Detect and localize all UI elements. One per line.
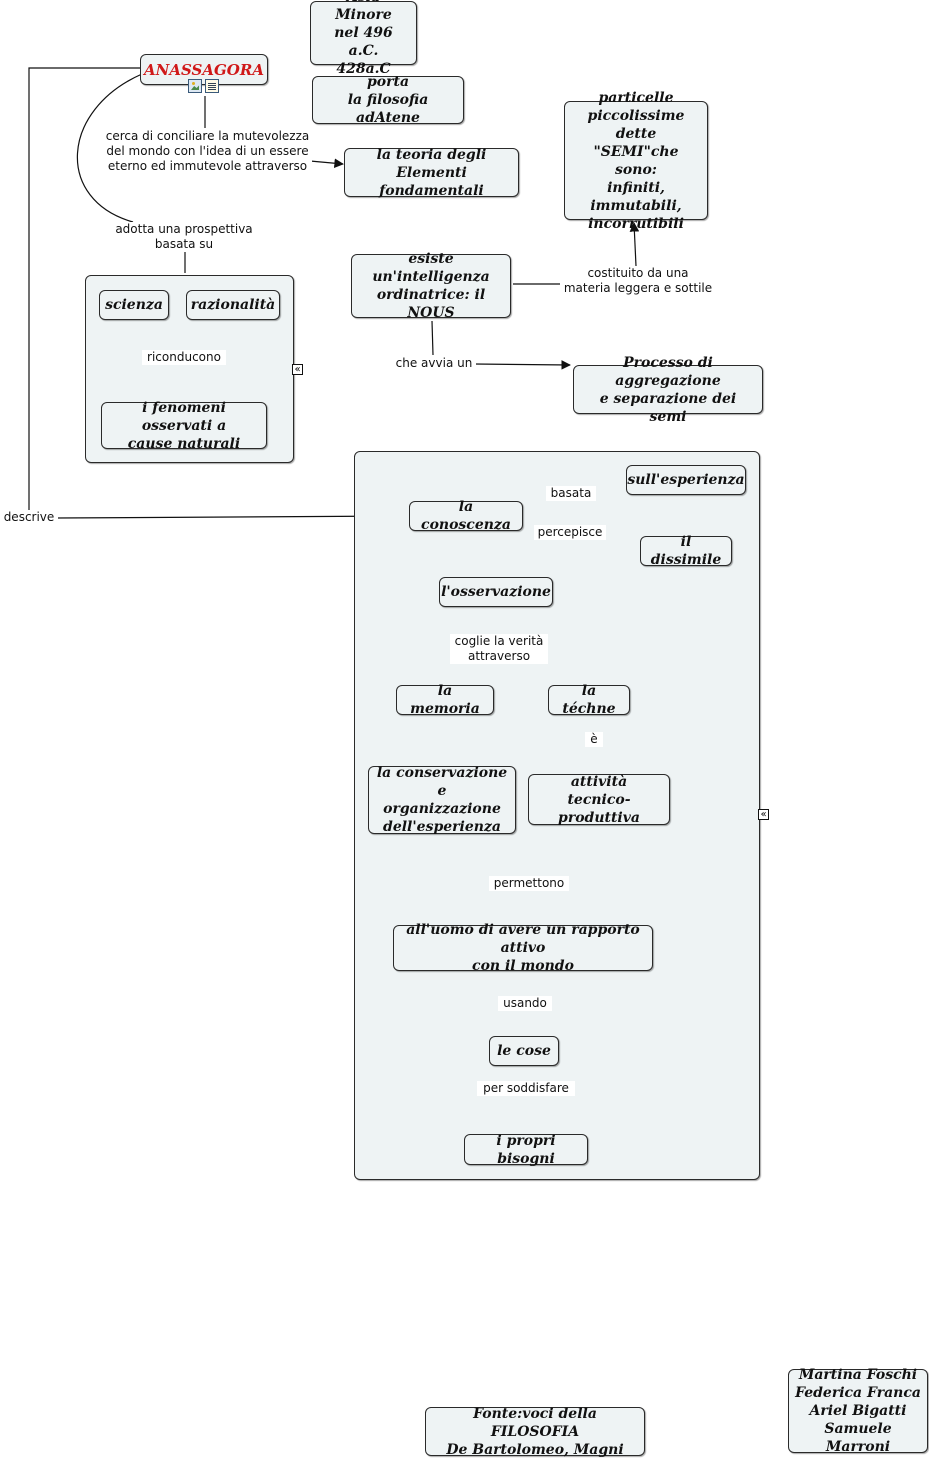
node-memoria[interactable]: la memoria xyxy=(396,683,494,717)
node-attivita[interactable]: attività tecnico-produttiva xyxy=(528,774,670,826)
node-processo[interactable]: Processo di aggregazione e separazione d… xyxy=(573,355,763,425)
link-percepisce: percepisce xyxy=(534,525,606,540)
node-asia-minore[interactable]: Asia Minore nel 496 a.C. 428a.C xyxy=(310,0,417,77)
link-cerca: cerca di conciliare la mutevolezza del m… xyxy=(103,129,312,174)
node-autori[interactable]: Martina Foschi Federica Franca Ariel Big… xyxy=(788,1367,928,1455)
node-conoscenza[interactable]: la conoscenza xyxy=(409,499,523,533)
node-nous[interactable]: esiste un'intelligenza ordinatrice: il N… xyxy=(351,251,511,321)
node-cose[interactable]: le cose xyxy=(489,1036,559,1066)
node-fenomeni[interactable]: i fenomeni osservati a cause naturali xyxy=(101,400,267,452)
node-fonte[interactable]: Fonte:voci della FILOSOFIA De Bartolomeo… xyxy=(425,1406,645,1458)
link-adotta: adotta una prospettiva basata su xyxy=(109,222,259,252)
node-uomo[interactable]: all'uomo di avere un rapporto attivo con… xyxy=(393,922,653,974)
collapse-icon[interactable]: « xyxy=(292,364,303,375)
link-costituito: costituito da una materia leggera e sott… xyxy=(560,266,716,296)
document-icon[interactable] xyxy=(205,79,219,93)
link-avvia: che avvia un xyxy=(392,356,476,371)
link-permettono: permettono xyxy=(489,876,569,891)
link-e: è xyxy=(585,732,603,747)
link-basata: basata xyxy=(546,486,596,501)
node-teoria[interactable]: la teoria degli Elementi fondamentali xyxy=(344,147,519,199)
node-porta[interactable]: porta la filosofia adAtene xyxy=(312,74,464,126)
node-particelle[interactable]: particelle piccolissime dette "SEMI"che … xyxy=(564,90,708,232)
node-esperienza[interactable]: sull'esperienza xyxy=(626,465,746,495)
link-coglie: coglie la verità attraverso xyxy=(450,634,548,664)
node-scienza[interactable]: scienza xyxy=(99,290,169,320)
link-riconducono: riconducono xyxy=(142,350,226,365)
image-icon[interactable] xyxy=(188,79,202,93)
node-anassagora[interactable]: ANASSAGORA xyxy=(140,54,268,85)
link-usando: usando xyxy=(498,996,552,1011)
node-conservazione[interactable]: la conservazione e organizzazione dell'e… xyxy=(368,765,516,835)
node-razionalita[interactable]: razionalità xyxy=(186,290,280,320)
node-bisogni[interactable]: i propri bisogni xyxy=(464,1133,588,1167)
node-osservazione[interactable]: l'osservazione xyxy=(439,577,553,607)
node-dissimile[interactable]: il dissimile xyxy=(640,534,732,568)
link-soddisfare: per soddisfare xyxy=(477,1081,575,1096)
link-descrive: descrive xyxy=(0,510,58,525)
collapse-icon[interactable]: « xyxy=(758,809,769,820)
node-techne[interactable]: la téchne xyxy=(548,683,630,717)
